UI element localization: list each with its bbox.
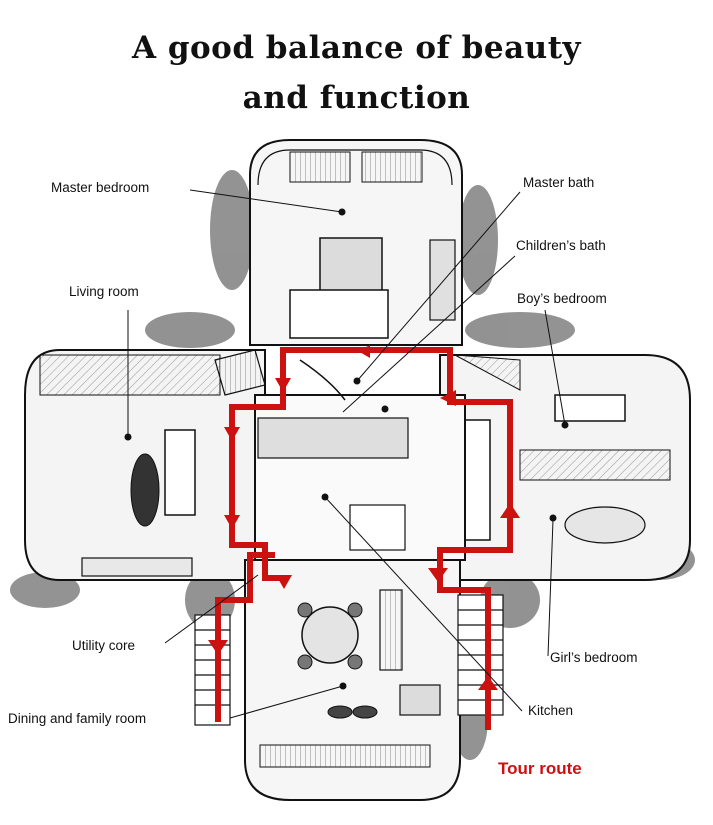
title-line-1: A good balance of beauty bbox=[131, 30, 582, 66]
label-dining-family-room: Dining and family room bbox=[8, 711, 147, 726]
label-boys-bedroom: Boy’s bedroom bbox=[517, 291, 607, 306]
north-wing bbox=[249, 139, 463, 346]
label-childrens-bath: Children’s bath bbox=[516, 238, 606, 253]
label-girls-bedroom: Girl’s bedroom bbox=[550, 650, 638, 665]
label-kitchen: Kitchen bbox=[528, 703, 574, 718]
label-tour-route: Tour route bbox=[498, 759, 582, 778]
label-master-bedroom: Master bedroom bbox=[51, 180, 150, 195]
south-wing bbox=[244, 559, 461, 801]
label-living-room: Living room bbox=[69, 284, 139, 299]
callout-dots bbox=[124, 208, 569, 690]
center-core bbox=[254, 359, 466, 561]
stairs-east bbox=[457, 594, 504, 716]
east-wing bbox=[439, 354, 691, 581]
stairs-west bbox=[194, 614, 231, 726]
label-utility-core: Utility core bbox=[72, 638, 136, 653]
callout-leaders bbox=[127, 189, 566, 719]
west-wing bbox=[24, 349, 266, 581]
tour-route-arrowheads bbox=[208, 345, 520, 690]
label-master-bath: Master bath bbox=[523, 175, 595, 190]
title-line-2: and function bbox=[242, 80, 471, 116]
